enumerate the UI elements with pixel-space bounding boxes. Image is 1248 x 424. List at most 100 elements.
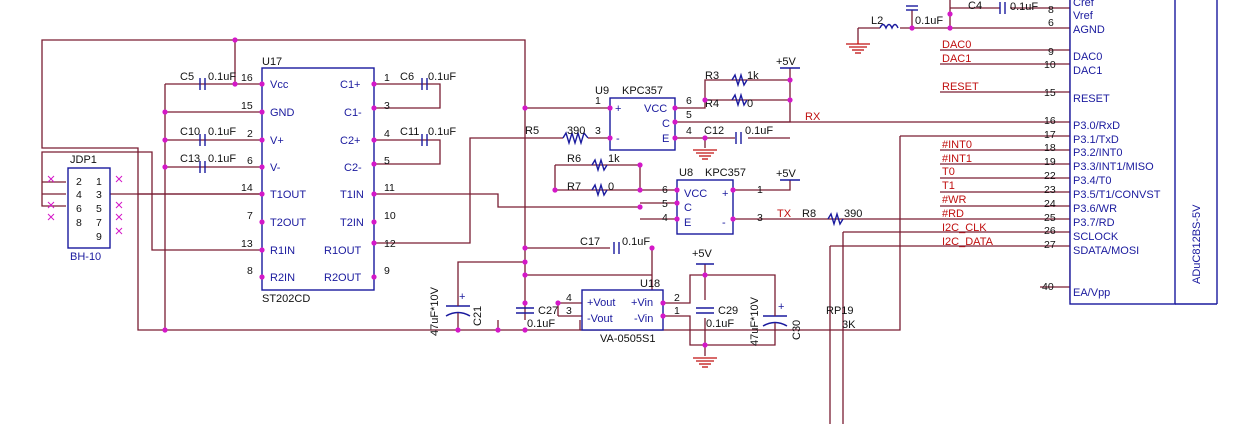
c21-ref: C21 [472, 306, 484, 326]
mcu-pin-name: Vref [1073, 10, 1094, 22]
capacitor-c27[interactable]: C27 0.1uF [516, 305, 558, 330]
jdp1-pin: 1 [96, 176, 102, 188]
mcu-aduc812[interactable]: ADuC812BS-5V Cref 8 Vref AGND 6 DAC0 9 D… [942, 0, 1218, 305]
net-label: I2C_CLK [942, 222, 987, 234]
r6-ref: R6 [567, 153, 581, 165]
mcu-pin-name: P3.1/TxD [1073, 134, 1119, 146]
resistor-r3[interactable]: R3 1k [705, 70, 759, 88]
c6-value: 0.1uF [428, 71, 456, 83]
u9-part: KPC357 [622, 85, 663, 97]
optocoupler-u8[interactable]: U8 KPC357 VCC C E + - 6 5 4 1 3 [662, 167, 763, 235]
c17-value: 0.1uF [622, 236, 650, 248]
u17-pin-num: 3 [384, 100, 390, 112]
jdp1-pin: 5 [96, 203, 102, 215]
c17-ref: C17 [580, 236, 600, 248]
c21-value: 47uF*10V [429, 286, 441, 336]
mcu-pin-name: AGND [1073, 24, 1105, 36]
resistor-r5[interactable]: R5 390 [525, 125, 589, 146]
mcu-pin-num: 6 [1048, 17, 1054, 29]
inductor-l2[interactable]: L2 [871, 15, 899, 30]
net-label: #INT1 [942, 153, 972, 165]
capacitor-c30[interactable]: + C30 47uF*10V [749, 296, 803, 346]
c13-value: 0.1uF [208, 153, 236, 165]
c27-ref: C27 [538, 305, 558, 317]
u17-pin-num: 5 [384, 155, 390, 167]
u17-pin-num: 16 [241, 72, 253, 84]
jdp1-pin: 4 [76, 189, 82, 201]
u17-right-pins: 1 C1+ 3 C1- 4 C2+ 5 C2- 11 T1IN 10 T2IN … [324, 72, 396, 284]
mcu-pin-name: P3.5/T1/CONVST [1073, 189, 1161, 201]
u17-pin-num: 4 [384, 128, 390, 140]
net-label: T0 [942, 166, 955, 178]
u9-pin-c: 5 [686, 109, 692, 121]
u8-plus: + [722, 188, 728, 200]
u17-pin-name: C2+ [340, 135, 361, 147]
resistor-r6[interactable]: R6 1k [567, 153, 620, 173]
net-label: I2C_DATA [942, 236, 994, 248]
u9-minus: - [616, 133, 620, 145]
mcu-pin-name: Cref [1073, 0, 1095, 9]
r4-ref: R4 [705, 98, 719, 110]
l2-ref: L2 [871, 15, 883, 27]
u18-pin: 4 [566, 292, 572, 304]
net-label: #RD [942, 208, 964, 220]
r6-value: 1k [608, 153, 620, 165]
rp19-value: 3K [842, 319, 856, 331]
capacitor-c29[interactable]: C29 0.1uF [696, 305, 738, 330]
u18-pvout: +Vout [587, 297, 615, 309]
capacitor-c17[interactable]: C17 0.1uF [580, 236, 650, 254]
jdp1-pin: 8 [76, 217, 82, 229]
capacitor-l2-bypass[interactable]: 0.1uF [906, 5, 943, 27]
capacitor-c10[interactable]: C10 0.1uF [180, 126, 236, 146]
ground-symbol-top [846, 40, 870, 54]
resistor-r7[interactable]: R7 0 [567, 181, 614, 198]
resistor-r8[interactable]: R8 390 [802, 208, 862, 227]
u18-nvin: -Vin [634, 313, 653, 325]
u8-part: KPC357 [705, 167, 746, 179]
net-label: #WR [942, 194, 967, 206]
dcdc-u18[interactable]: U18 VA-0505S1 +Vout -Vout +Vin -Vin 4 3 … [566, 278, 680, 345]
u9-c: C [662, 118, 670, 130]
u18-nvout: -Vout [587, 313, 613, 325]
ground-symbol-u18 [693, 357, 717, 368]
net-label: DAC1 [942, 53, 971, 65]
net-label: T1 [942, 180, 955, 192]
power-label-u8: +5V [776, 168, 797, 180]
mcu-pin-num: 10 [1044, 59, 1056, 71]
mcu-pin-num: 18 [1044, 142, 1056, 154]
u17-pin-name: Vcc [270, 79, 289, 91]
r3-value: 1k [747, 70, 759, 82]
resistor-pack-rp19[interactable]: RP19 3K [826, 305, 856, 331]
mcu-pin-name: P3.6/WR [1073, 203, 1117, 215]
u17-pin-name: C1- [344, 107, 362, 119]
c12-value: 0.1uF [745, 125, 773, 137]
capacitor-c4[interactable]: C4 0.1uF [968, 0, 1038, 14]
u18-pin: 2 [674, 292, 680, 304]
capacitor-c21[interactable]: + C21 47uF*10V [429, 286, 484, 336]
mcu-pin-num: 23 [1044, 184, 1056, 196]
ic-u17[interactable]: U17 ST202CD 16 Vcc 15 GND 2 V+ 6 V- 14 T… [241, 56, 396, 305]
c21-pol: + [459, 291, 465, 303]
u9-pin-b: 3 [595, 125, 601, 137]
optocoupler-u9[interactable]: U9 KPC357 + - VCC C E 1 3 6 5 4 [595, 85, 692, 151]
c10-value: 0.1uF [208, 126, 236, 138]
mcu-pin-num: 40 [1042, 281, 1054, 293]
u17-pin-name: R2OUT [324, 272, 362, 284]
u17-pin-num: 6 [247, 155, 253, 167]
capacitor-c13[interactable]: C13 0.1uF [180, 153, 236, 173]
capacitor-c11[interactable]: C11 0.1uF [400, 126, 456, 146]
mcu-pin-num: 24 [1044, 198, 1056, 210]
u17-pin-name: GND [270, 107, 295, 119]
r8-value: 390 [844, 208, 862, 220]
capacitor-c6[interactable]: C6 0.1uF [400, 71, 456, 90]
c12-ref: C12 [704, 125, 724, 137]
u17-pin-name: C2- [344, 162, 362, 174]
u9-refdes: U9 [595, 85, 609, 97]
capacitor-c5[interactable]: C5 0.1uF [180, 71, 236, 90]
capacitor-c12[interactable]: C12 0.1uF [704, 125, 773, 144]
mcu-pin-num: 15 [1044, 87, 1056, 99]
connector-jdp1[interactable]: JDP1 BH-10 2 4 6 8 1 3 5 7 9 [47, 154, 123, 263]
resistor-r4[interactable]: R4 0 [705, 92, 753, 110]
jdp1-pin: 6 [76, 203, 82, 215]
